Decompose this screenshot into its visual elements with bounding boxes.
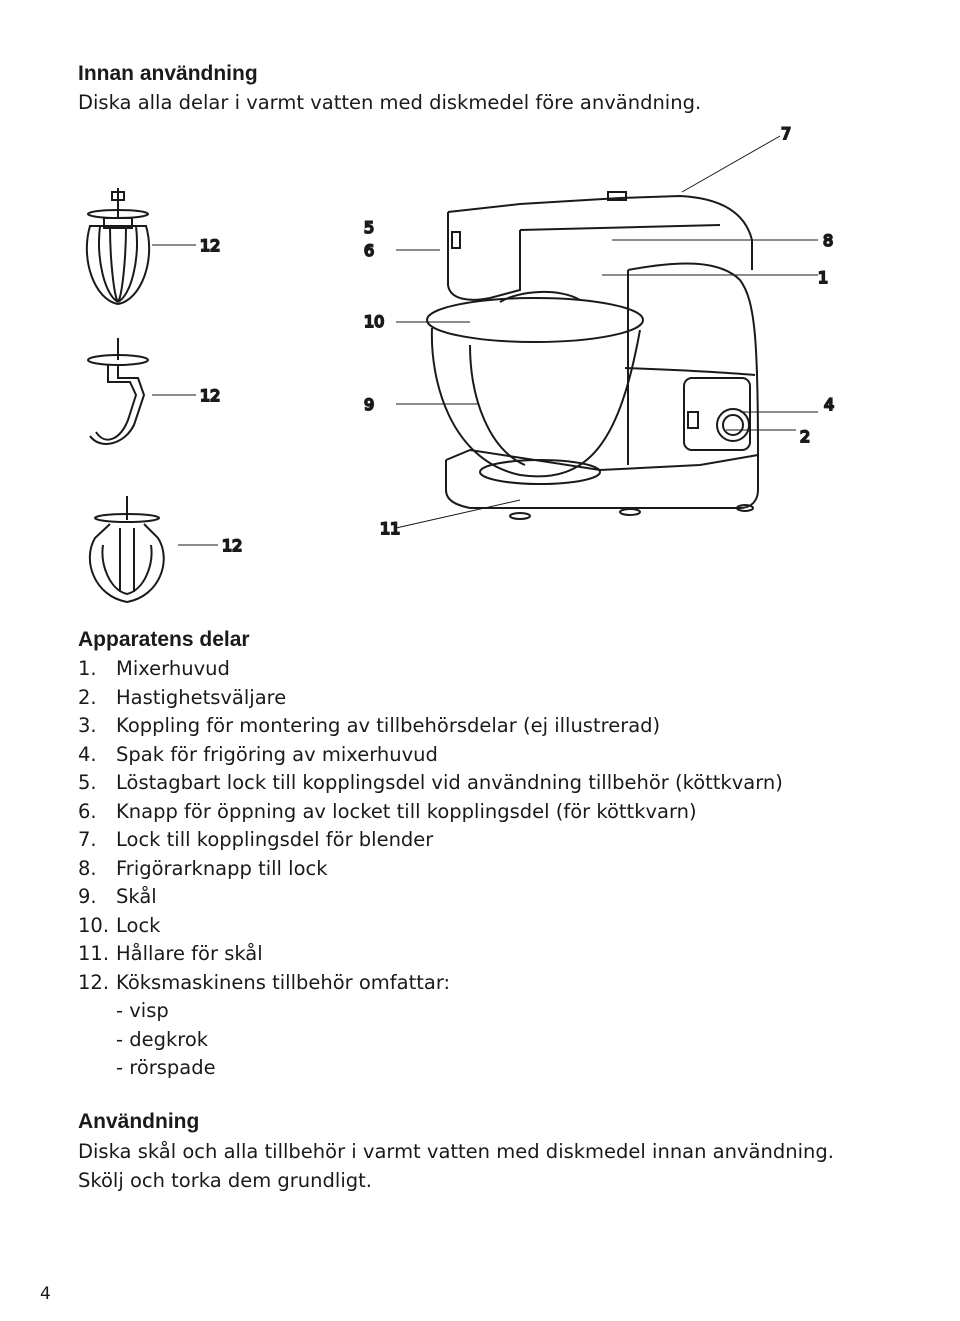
list-item: 12.Köksmaskinens tillbehör omfattar: (78, 970, 451, 994)
list-subitem: - rörspade (116, 1056, 216, 1079)
list-subitem: - degkrok (116, 1027, 209, 1051)
stand-mixer-illustration (426, 191, 759, 520)
list-subitem: - visp (116, 999, 169, 1022)
callout-lines (152, 135, 818, 546)
callout-1: 1 (818, 268, 828, 287)
callout-5: 5 (364, 218, 374, 237)
parts-list: 1.Mixerhuvud 2.Hastighetsväljare 3.Koppl… (78, 655, 783, 1083)
callout-8: 8 (823, 231, 833, 250)
list-item: 8.Frigörarknapp till lock (78, 856, 328, 880)
callout-10: 10 (364, 312, 384, 331)
list-item: 7.Lock till kopplingsdel för blender (78, 828, 434, 851)
dough-hook-illustration (87, 338, 149, 445)
flat-beater-illustration (88, 496, 165, 604)
list-item: 11.Hållare för skål (78, 942, 263, 965)
whisk-illustration (85, 188, 151, 306)
callout-12-whisk: 12 (200, 236, 220, 255)
section-heading-usage: Användning (78, 1110, 200, 1133)
list-item: 4.Spak för frigöring av mixerhuvud (78, 742, 438, 766)
page-number: 4 (40, 1284, 51, 1304)
usage-text-line2: Skölj och torka dem grundligt. (78, 1169, 372, 1192)
list-item: 6.Knapp för öppning av locket till koppl… (78, 799, 697, 823)
list-item: 9.Skål (78, 885, 157, 908)
mixer-parts-diagram: 12 5 6 7 8 1 10 12 9 4 2 12 11 (85, 123, 835, 604)
callout-12-beater: 12 (222, 536, 242, 555)
callout-6: 6 (364, 241, 374, 260)
list-item: 5.Löstagbart lock till kopplingsdel vid … (78, 771, 783, 794)
list-item: 1.Mixerhuvud (78, 657, 230, 680)
section-heading-before-use: Innan användning (78, 62, 258, 85)
usage-text-line1: Diska skål och alla tillbehör i varmt va… (78, 1140, 834, 1163)
callout-7: 7 (781, 124, 791, 143)
before-use-text: Diska alla delar i varmt vatten med disk… (78, 91, 702, 114)
callout-4: 4 (824, 395, 834, 414)
callout-9: 9 (364, 395, 374, 414)
callout-2: 2 (800, 427, 810, 446)
list-item: 2.Hastighetsväljare (78, 685, 287, 709)
list-item: 10.Lock (78, 913, 161, 937)
list-item: 3.Koppling för montering av tillbehörsde… (78, 714, 661, 737)
section-heading-parts: Apparatens delar (78, 628, 250, 651)
callout-12-hook: 12 (200, 386, 220, 405)
callout-11: 11 (380, 519, 400, 538)
